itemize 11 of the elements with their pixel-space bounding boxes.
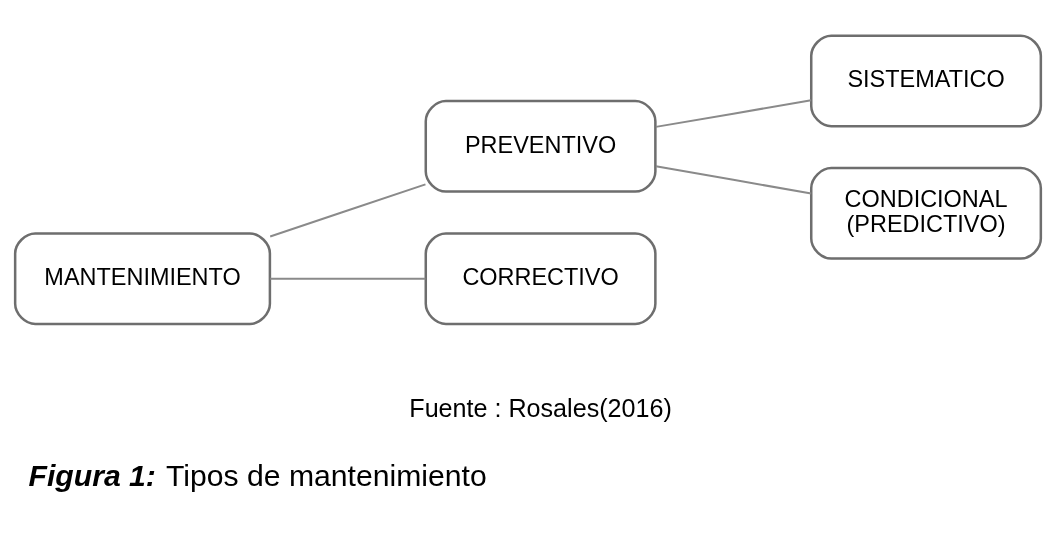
label: Fuente : Rosales(2016) [409,393,672,422]
caption: Figura 1: Tipos de mantenimiento [28,458,487,492]
node-box: PREVENTIVO [424,99,657,193]
connector [655,164,812,194]
connector [270,277,426,280]
node-box: CORRECTIVO [424,231,657,325]
node-box: MANTENIMIENTO [13,231,272,325]
node-box: SISTEMATICO [810,33,1043,127]
node-box: CONDICIONAL (PREDICTIVO) [810,166,1043,260]
connector [269,182,426,237]
connector [655,98,812,128]
